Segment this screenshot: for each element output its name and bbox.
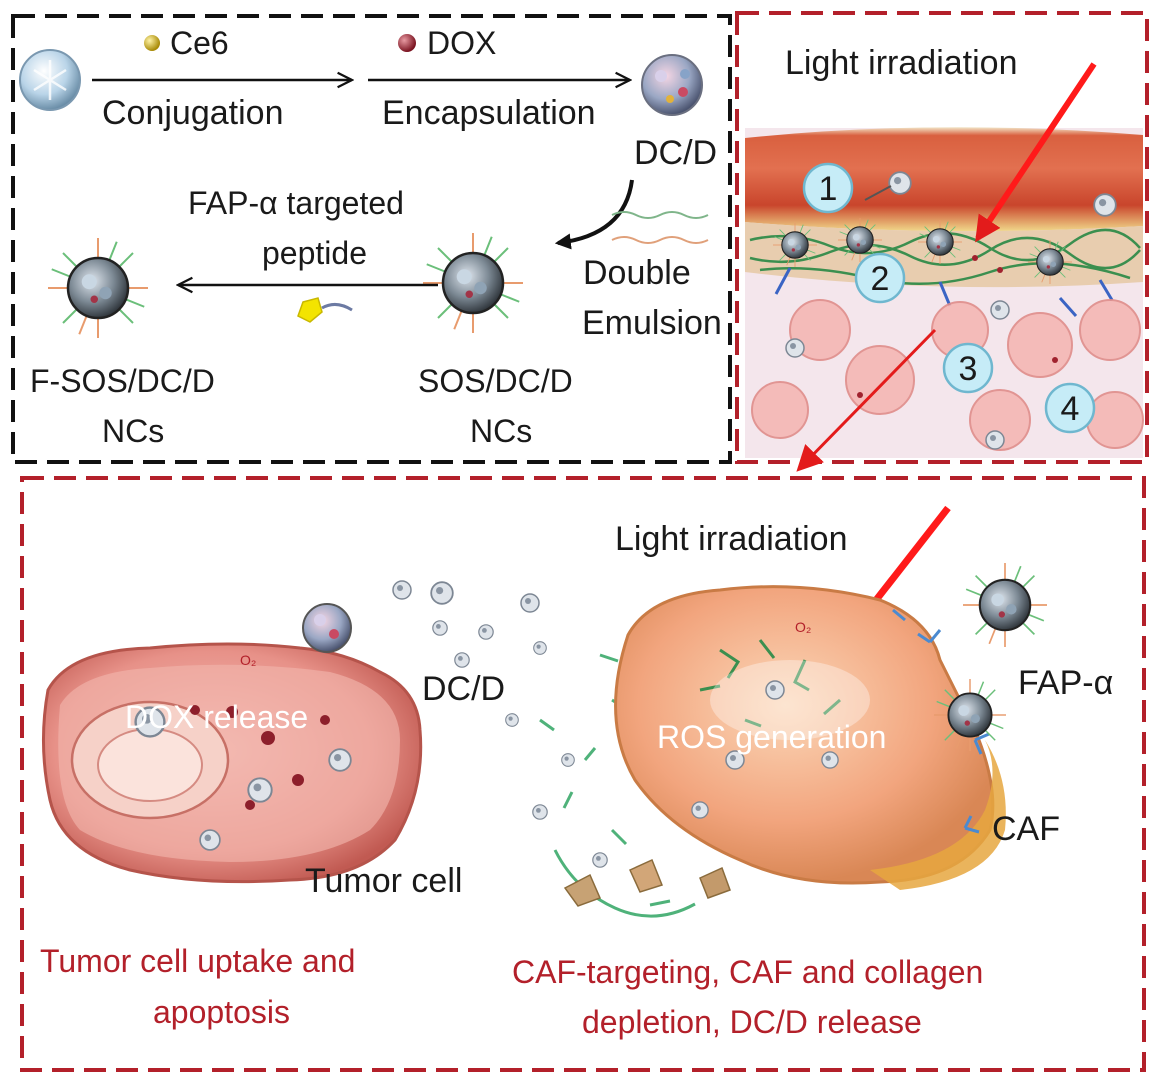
dox-label: DOX (427, 25, 496, 61)
vessel-panel-frame (735, 11, 1149, 464)
dcd-label: DC/D (634, 134, 717, 172)
step-4-label: 4 (1061, 390, 1080, 428)
approaching-nanocarrier (961, 561, 1049, 649)
synthesis-panel-frame (11, 14, 732, 464)
step-badge-1: 1 (802, 162, 854, 214)
collagen-fragments (539, 653, 696, 918)
double-label: Double (583, 254, 691, 292)
tumor-uptake-nanoparticle (302, 603, 352, 653)
dox-release-label: DOX release (125, 699, 308, 735)
vessel-laser-beam (975, 62, 1097, 243)
fap-alpha-label: FAP-α (1018, 664, 1113, 702)
ros-generation-label: ROS generation (657, 719, 886, 755)
ce6-molecule-icon (144, 35, 160, 51)
peptide-icon (297, 297, 353, 323)
f-sos-dcd-nanocarrier (46, 236, 150, 340)
caf-o2-symbol: O₂ (795, 619, 811, 635)
caption-left-line1: Tumor cell uptake and (40, 943, 355, 979)
released-dcd-particles (392, 580, 608, 868)
caf-label: CAF (992, 810, 1060, 848)
targeted-peptide-line2: peptide (262, 235, 367, 271)
vessel-light-label: Light irradiation (785, 44, 1017, 82)
emulsion-curved-arrow (554, 179, 634, 250)
fsos-line1-label: F-SOS/DC/D (30, 363, 215, 399)
emulsion-label: Emulsion (582, 304, 722, 342)
tumor-cell-illustration: O₂ (41, 642, 423, 884)
sos-dcd-nanocarrier (421, 231, 525, 335)
conjugation-label: Conjugation (102, 94, 283, 132)
caption-left-line2: apoptosis (153, 994, 290, 1030)
caption-right-line1: CAF-targeting, CAF and collagen (512, 954, 983, 990)
caf-debris (563, 858, 731, 907)
tumor-o2-symbol: O₂ (240, 652, 256, 668)
emulsion-wave-icon (611, 211, 709, 219)
fsos-line2-label: NCs (102, 413, 164, 449)
dox-molecule-icon (398, 34, 416, 52)
mechanism-light-label: Light irradiation (615, 520, 847, 558)
encapsulation-label: Encapsulation (382, 94, 596, 132)
step-3-label: 3 (959, 350, 978, 388)
step-1-label: 1 (819, 170, 838, 208)
tumor-cell-label: Tumor cell (305, 862, 462, 900)
step-2-label: 2 (871, 260, 890, 298)
step-badge-2: 2 (854, 252, 906, 304)
sos-line1-label: SOS/DC/D (418, 363, 573, 399)
targeted-peptide-line1: FAP-α targeted (188, 185, 404, 221)
step-badge-3: 3 (942, 342, 994, 394)
vessel-to-mechanism-arrow (796, 328, 937, 472)
mechanism-dcd-label: DC/D (422, 670, 505, 708)
mechanism-panel-frame (20, 476, 1146, 1072)
ce6-label: Ce6 (170, 25, 229, 61)
step-badge-4: 4 (1044, 382, 1096, 434)
emulsion-wave-icon-2 (611, 236, 709, 244)
caption-right-line2: depletion, DC/D release (582, 1004, 922, 1040)
dcd-nanoparticle (641, 54, 703, 116)
caf-cell-illustration: O₂ (614, 585, 1006, 890)
empty-nanoparticle (19, 49, 81, 111)
sos-line2-label: NCs (470, 413, 532, 449)
